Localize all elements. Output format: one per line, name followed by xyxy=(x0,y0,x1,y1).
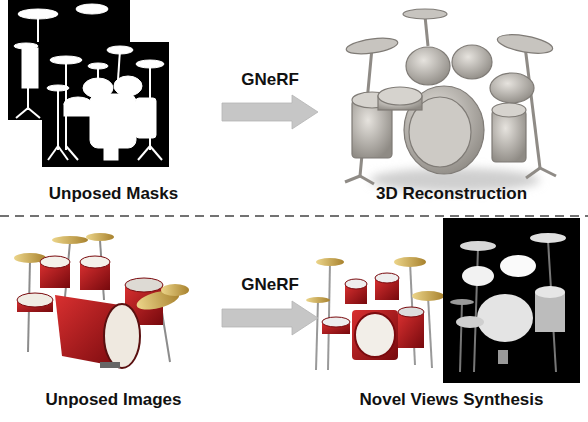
drum-silhouette xyxy=(114,76,142,96)
stand-leg xyxy=(540,168,556,176)
stand-silhouette xyxy=(48,146,58,160)
depth-pedal xyxy=(498,350,508,364)
cymbal xyxy=(316,258,344,266)
image-panel: Novel Views Synthesis xyxy=(318,222,585,410)
cymbal-silhouette xyxy=(76,4,108,14)
stand-silhouette xyxy=(118,50,120,80)
dashed-divider xyxy=(0,215,588,217)
mesh-cymbal xyxy=(345,35,398,56)
kit-stands xyxy=(316,262,432,370)
stand-leg xyxy=(328,262,330,370)
stand-leg xyxy=(360,176,374,184)
mesh-tom xyxy=(490,73,534,103)
drum-silhouette xyxy=(22,48,38,88)
mesh-floor-tom xyxy=(492,110,526,162)
mesh-drum-head xyxy=(378,87,422,105)
drum-head xyxy=(80,256,110,268)
photo-drum-kit xyxy=(14,233,189,368)
depth-drum xyxy=(456,316,484,328)
drum-silhouette xyxy=(136,98,156,138)
stand-silhouette xyxy=(66,146,78,160)
cymbal xyxy=(52,236,88,244)
block-arrow xyxy=(222,301,318,335)
depth-cymbal xyxy=(460,241,496,251)
arrow-label: GNeRF xyxy=(241,70,299,90)
panel-label: Unposed Images xyxy=(45,390,181,410)
cymbal xyxy=(161,284,189,296)
stand-leg xyxy=(525,46,540,168)
stand-leg xyxy=(526,168,540,178)
depth-cymbal xyxy=(530,233,566,243)
cymbal-silhouette xyxy=(14,43,38,49)
drum-silhouette xyxy=(64,104,92,116)
stand-silhouette xyxy=(28,108,40,118)
depth-drum xyxy=(535,286,565,298)
drum-silhouette xyxy=(90,94,136,148)
mesh-stands xyxy=(345,16,556,184)
stand-silhouette xyxy=(57,88,59,150)
depth-drum xyxy=(462,266,494,286)
mesh-tom xyxy=(452,45,492,79)
arrow-label: GNeRF xyxy=(241,275,299,295)
novel-view-depth xyxy=(443,218,580,383)
depth-drum xyxy=(500,255,536,277)
drum-head xyxy=(322,317,350,327)
mesh-cymbal xyxy=(403,9,447,19)
drum-head xyxy=(375,273,399,283)
pedal-silhouette xyxy=(104,148,118,160)
cymbal-silhouette xyxy=(107,46,133,54)
stand-silhouette xyxy=(16,108,28,118)
cymbal xyxy=(394,257,426,267)
mask-images xyxy=(8,0,169,167)
block-arrow xyxy=(222,95,318,129)
stand-leg xyxy=(425,16,428,46)
cymbal-silhouette xyxy=(136,60,164,68)
mesh-tom xyxy=(406,47,450,85)
stand-leg xyxy=(428,296,432,368)
cymbal xyxy=(412,291,444,301)
drum-head xyxy=(104,304,140,368)
cymbal xyxy=(86,233,114,241)
cymbal-silhouette xyxy=(50,56,82,64)
stand-leg xyxy=(316,300,318,370)
mask-background xyxy=(42,42,169,167)
panel-label: 3D Reconstruction xyxy=(376,184,527,204)
image-panel: 3D Reconstruction xyxy=(318,0,585,204)
stand-silhouette xyxy=(37,14,39,42)
mesh-cymbal xyxy=(496,31,554,56)
drum-head xyxy=(17,293,53,307)
drum-head xyxy=(345,279,367,289)
stand-silhouette xyxy=(138,146,150,160)
panel-label: Novel Views Synthesis xyxy=(360,390,544,410)
bass-drum xyxy=(352,310,398,360)
image-panel: Unposed Images xyxy=(5,222,222,410)
mesh-drums xyxy=(345,9,554,174)
panel-label: Unposed Masks xyxy=(49,184,178,204)
image-panel: Unposed Masks xyxy=(5,0,222,204)
stand-silhouette xyxy=(27,88,29,110)
depth-cymbal xyxy=(450,299,474,305)
depth-background xyxy=(443,218,580,383)
drum-head xyxy=(125,278,163,292)
mesh-drum-head xyxy=(492,103,526,117)
cymbal-silhouette xyxy=(88,63,108,69)
mask-silhouette xyxy=(47,46,164,160)
cymbal-silhouette xyxy=(47,85,69,91)
drum-head xyxy=(40,256,70,268)
mesh-reconstruction xyxy=(345,9,556,192)
depth-drum xyxy=(477,294,533,342)
drum-head xyxy=(398,307,424,317)
stand-leg xyxy=(460,302,462,372)
cymbal xyxy=(306,297,330,303)
stand-silhouette xyxy=(150,146,162,160)
pedal xyxy=(100,362,120,368)
drum-head xyxy=(355,313,395,357)
novel-view-color xyxy=(306,257,444,370)
stand-leg xyxy=(345,176,360,182)
